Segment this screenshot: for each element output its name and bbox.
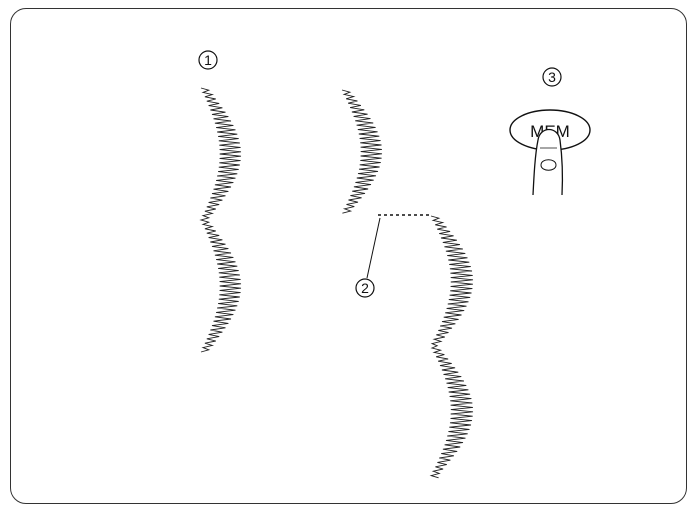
callout-1-label: 1 <box>204 52 212 68</box>
stitch-pattern-2-start <box>341 89 383 214</box>
stitch-path-2a <box>341 89 383 214</box>
diagram-frame <box>10 8 687 504</box>
stitch-pattern-2-end <box>429 215 474 479</box>
callout-2: 2 <box>355 278 375 298</box>
stitch-path-1 <box>199 87 242 353</box>
callout-2-label: 2 <box>361 280 369 296</box>
callout-2-leader <box>366 217 381 279</box>
stitch-path-2b <box>429 215 474 479</box>
callout-3-label: 3 <box>548 69 556 85</box>
stitch-pattern-1 <box>199 87 242 353</box>
callout-1: 1 <box>198 50 218 70</box>
callout-3: 3 <box>542 67 562 87</box>
finger-icon <box>532 128 564 196</box>
